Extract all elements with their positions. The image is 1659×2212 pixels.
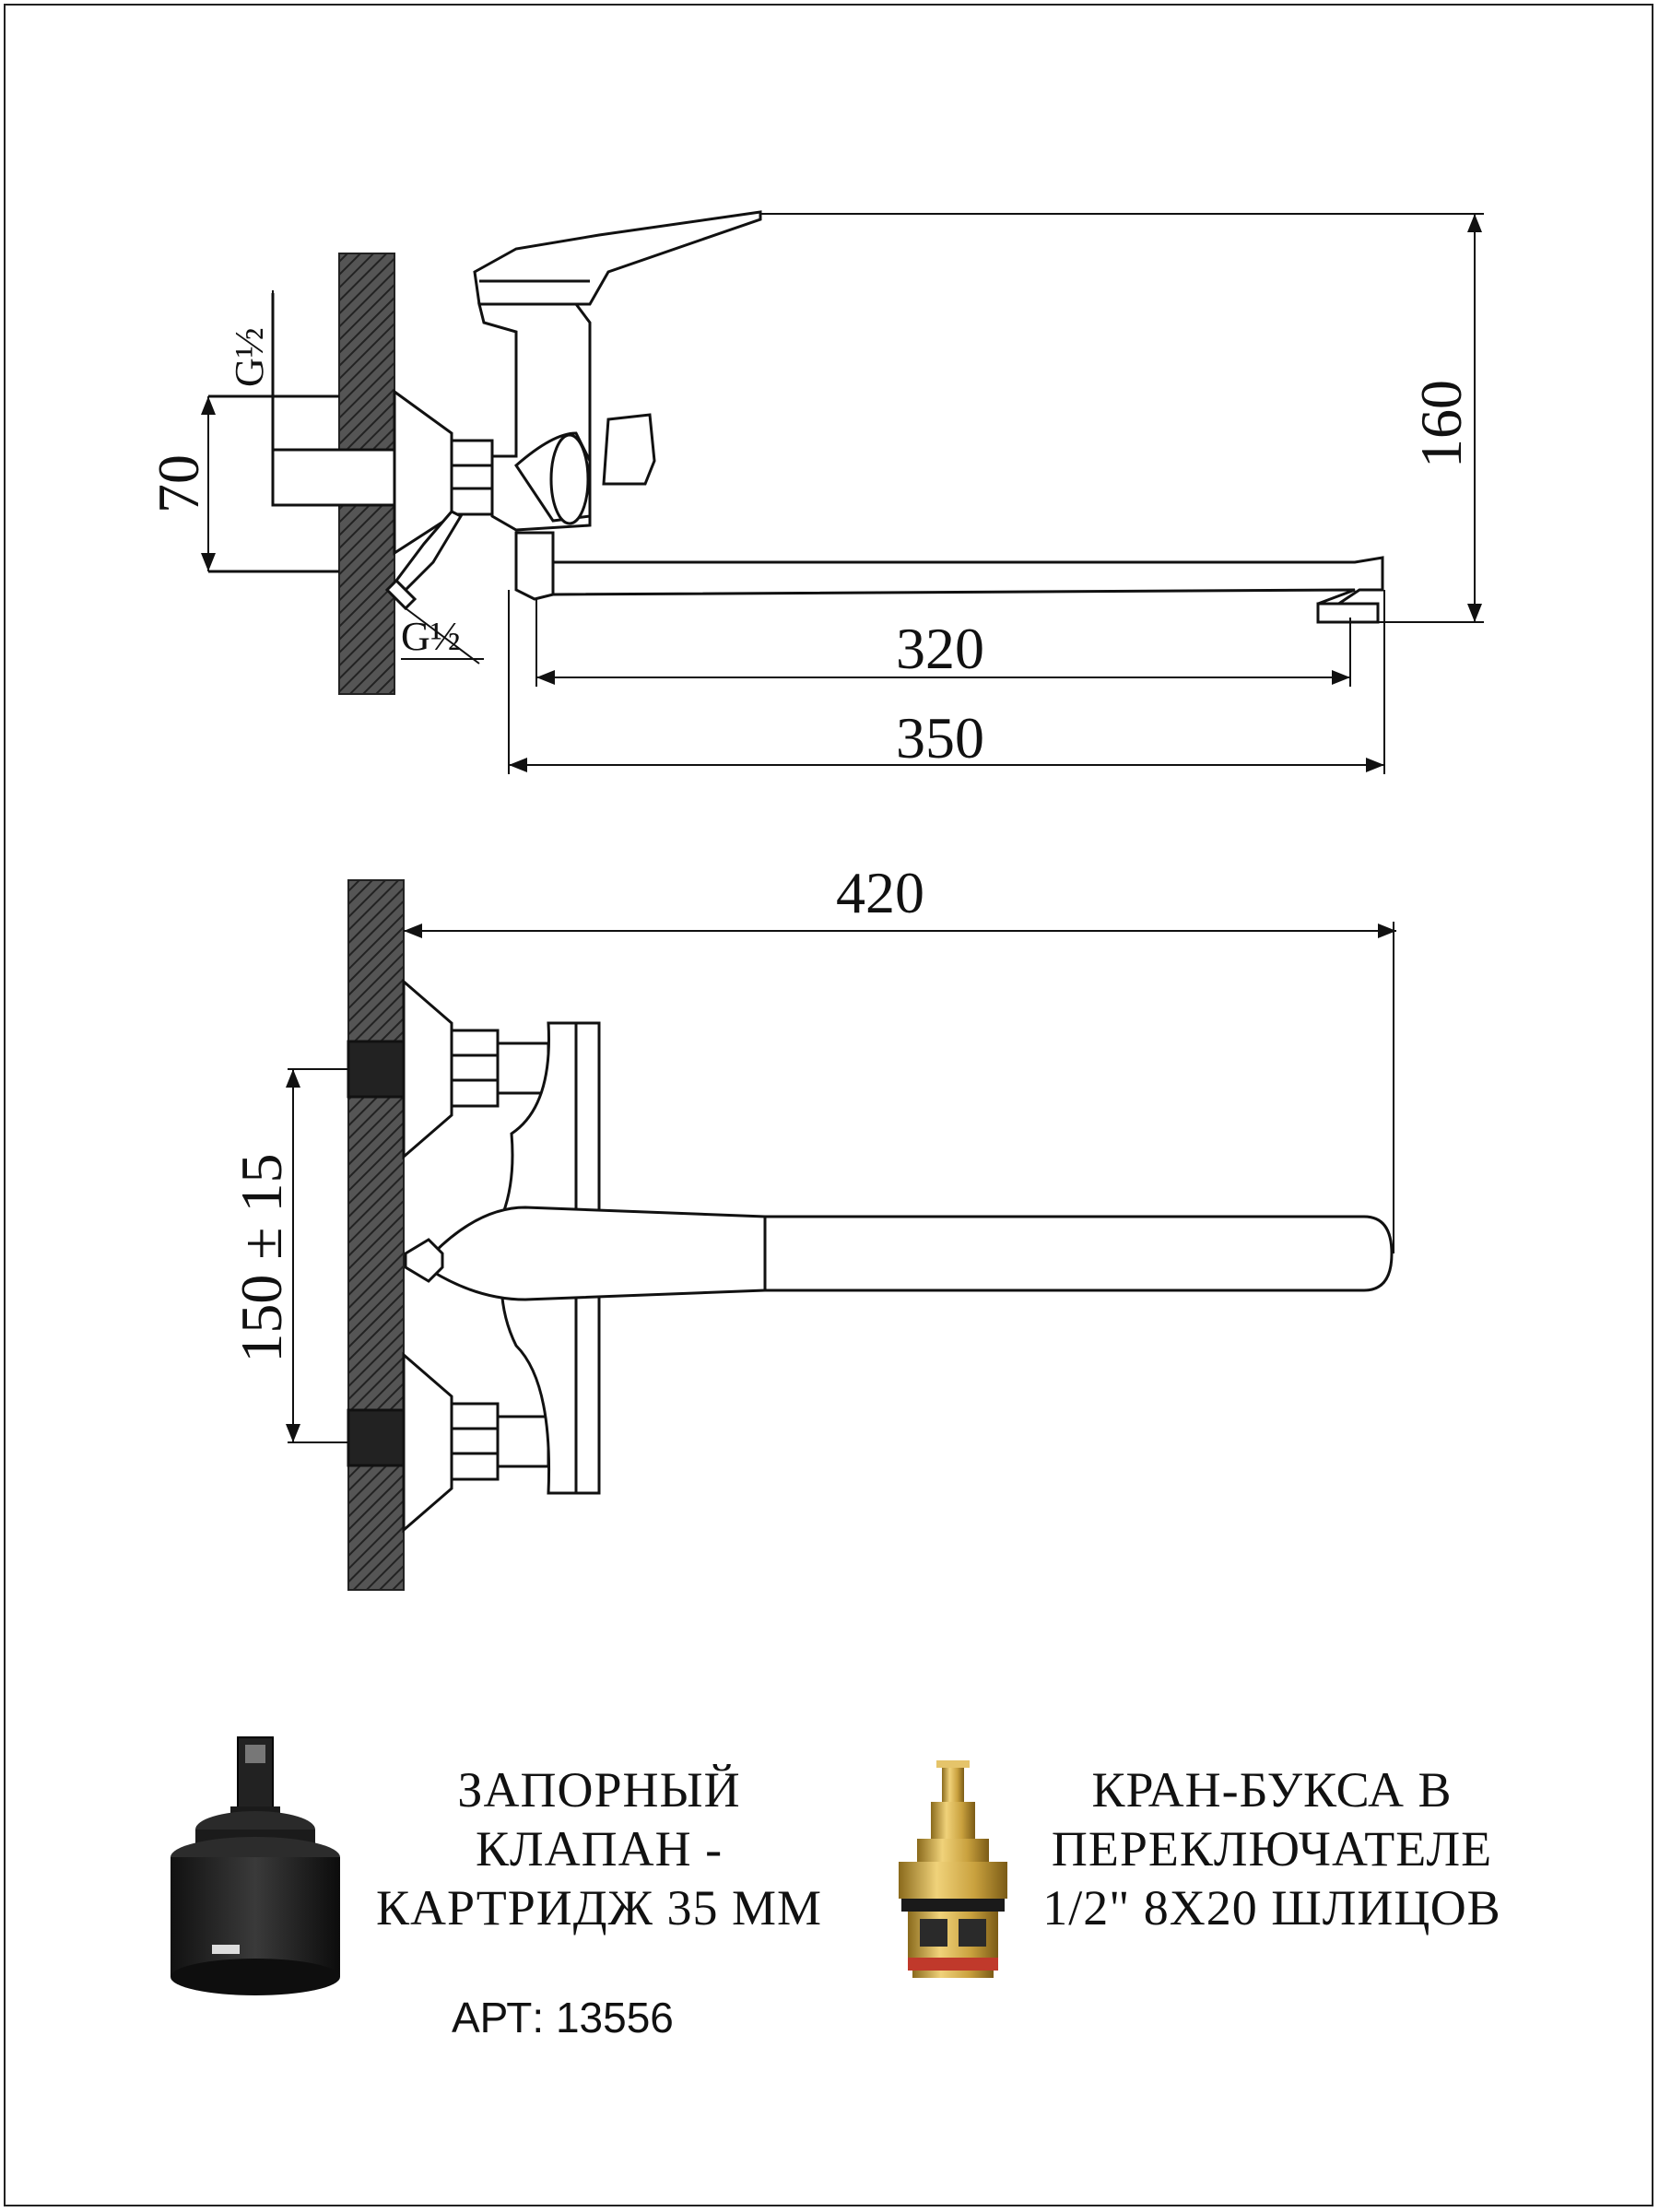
page-frame bbox=[4, 4, 1653, 2206]
article-number: АРТ: 13556 bbox=[452, 1994, 674, 2041]
valve-head-caption-line-2: ПЕРЕКЛЮЧАТЕЛЕ bbox=[1051, 1821, 1493, 1877]
valve-head-caption: КРАН-БУКСА В ПЕРЕКЛЮЧАТЕЛЕ 1/2" 8X20 ШЛИ… bbox=[1005, 1760, 1539, 1937]
dim-420-label: 420 bbox=[836, 860, 924, 925]
valve-head-caption-line-1: КРАН-БУКСА В bbox=[1091, 1762, 1453, 1818]
cartridge-icon bbox=[171, 1736, 340, 1995]
cartridge-caption-line-3: КАРТРИДЖ 35 ММ bbox=[376, 1880, 822, 1936]
cartridge-caption: ЗАПОРНЫЙ КЛАПАН - КАРТРИДЖ 35 ММ bbox=[332, 1760, 866, 1937]
cartridge-caption-line-2: КЛАПАН - bbox=[475, 1821, 724, 1877]
dim-160-label: 160 bbox=[1408, 380, 1474, 468]
valve-head-caption-line-3: 1/2" 8X20 ШЛИЦОВ bbox=[1042, 1880, 1501, 1936]
thread-bottom-label: G½ bbox=[401, 614, 461, 659]
top-view bbox=[286, 879, 1396, 1591]
wall-top bbox=[347, 879, 405, 1591]
dim-150-label: 150 ± 15 bbox=[229, 1153, 294, 1362]
dim-70-label: 70 bbox=[146, 454, 211, 513]
thread-top-label: G½ bbox=[227, 327, 272, 387]
side-view bbox=[201, 210, 1484, 774]
dim-350-label: 350 bbox=[896, 705, 984, 771]
dim-320-label: 320 bbox=[896, 616, 984, 681]
valve-head-icon bbox=[899, 1760, 1007, 1978]
cartridge-caption-line-1: ЗАПОРНЫЙ bbox=[457, 1762, 741, 1818]
